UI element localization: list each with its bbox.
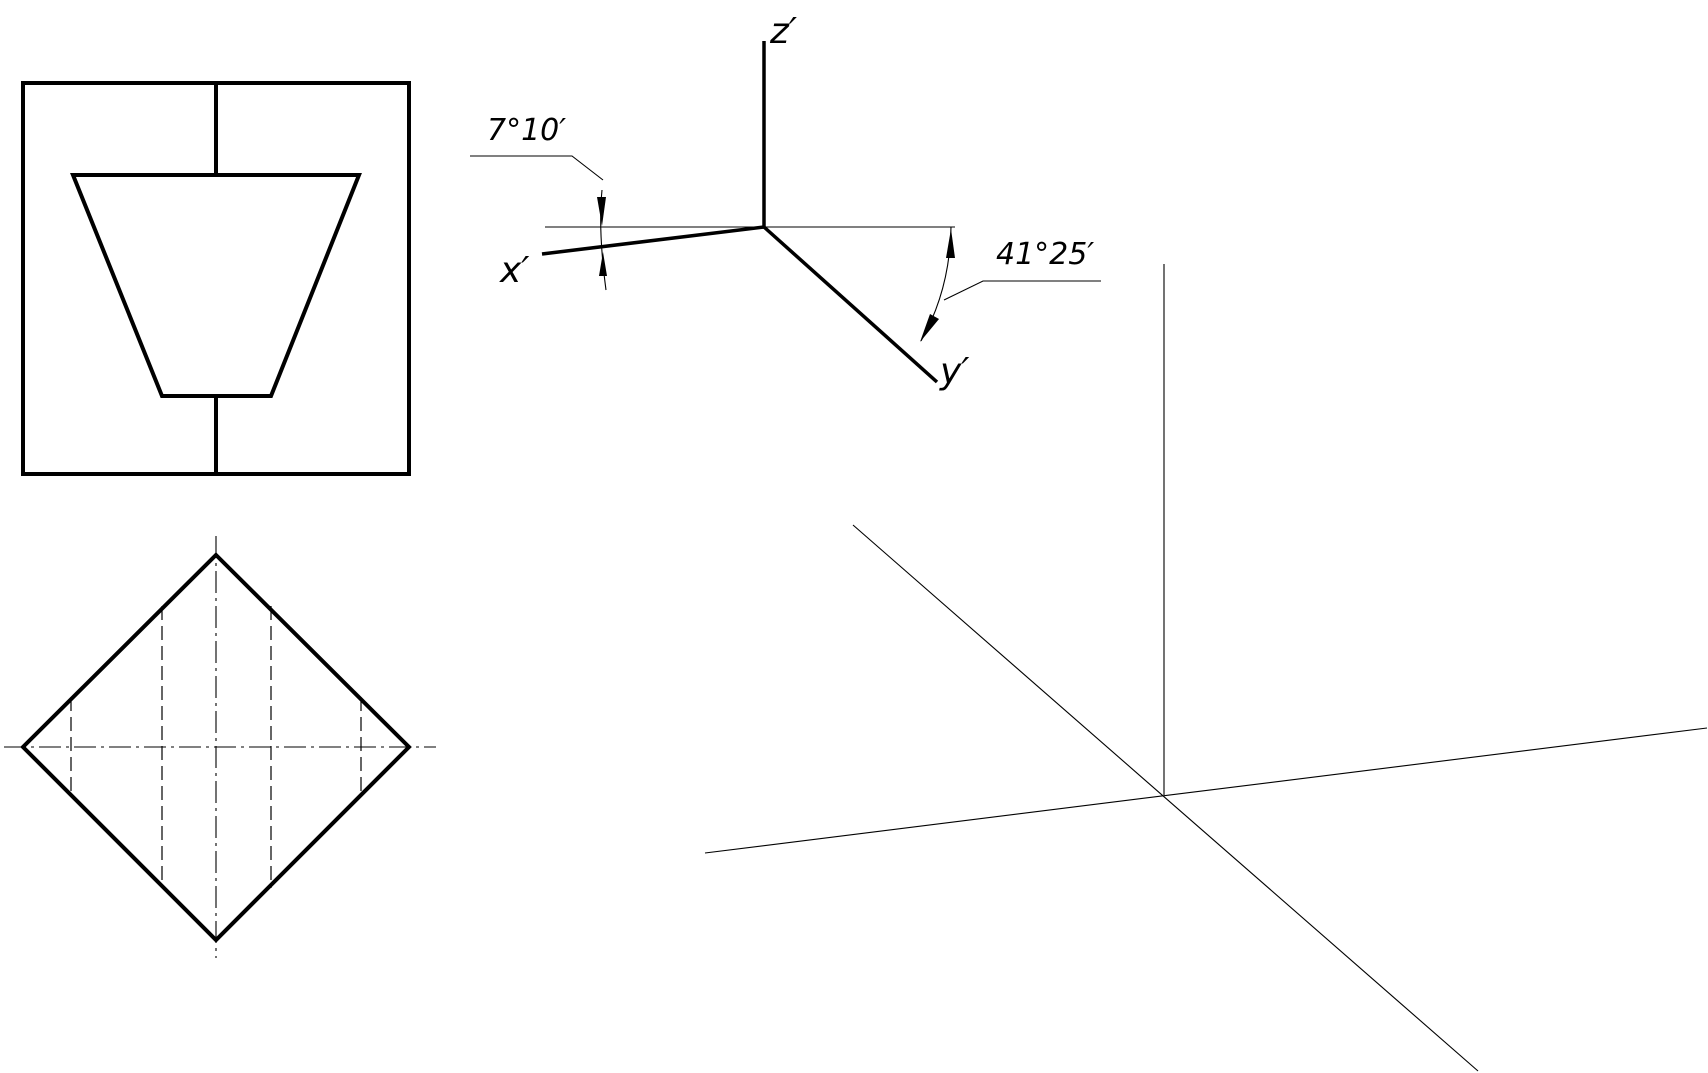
y-axis-label: y′ xyxy=(939,351,969,392)
x-angle-label: 7°10′ xyxy=(487,113,566,148)
y-angle-arrow-bottom xyxy=(920,314,939,342)
top-view-square-outline xyxy=(20,552,412,943)
front-view xyxy=(21,81,411,476)
y-angle-dimension-arc xyxy=(920,226,952,342)
construction-axes xyxy=(704,264,1708,1072)
z-axis-label: z′ xyxy=(769,11,797,52)
construction-y-axis xyxy=(852,524,1479,1072)
x-angle-arrow-top xyxy=(597,197,606,226)
front-view-trapezoid xyxy=(70,173,362,398)
construction-x-axis xyxy=(704,727,1708,854)
y-angle-leader xyxy=(943,280,1101,301)
x-angle-leader xyxy=(470,155,604,181)
x-axis xyxy=(541,225,765,256)
x-angle-arrow-bottom xyxy=(599,252,607,276)
x-axis-label: x′ xyxy=(499,250,529,291)
y-angle-label: 41°25′ xyxy=(996,237,1094,272)
y-axis xyxy=(762,225,939,384)
top-view xyxy=(4,536,436,958)
axes-diagram: z′ x′ y′ 7°10′ 41°25′ xyxy=(470,11,1101,392)
y-angle-arrow-top xyxy=(946,229,955,258)
